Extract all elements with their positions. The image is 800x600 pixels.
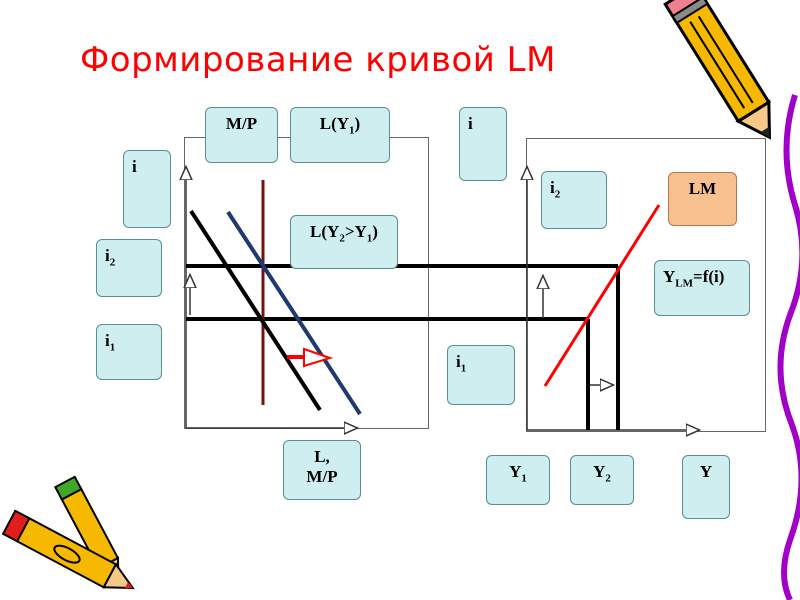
y1-label-box: Y1 bbox=[486, 455, 550, 505]
l-mp-label-box: L, M/P bbox=[283, 440, 361, 500]
i1-left-label-box: i1 bbox=[96, 324, 162, 380]
ly2-label-box: L(Y2>Y1) bbox=[290, 215, 398, 269]
crayons-icon bbox=[1, 475, 135, 590]
mp-label-box: M/P bbox=[205, 107, 278, 163]
i2-left-label-box: i2 bbox=[96, 239, 162, 297]
y2-label-box: Y2 bbox=[570, 455, 634, 505]
i1-right-label-box: i1 bbox=[447, 345, 515, 405]
ly1-label-box: L(Y1) bbox=[290, 107, 390, 163]
ylm-label-box: YLM=f(i) bbox=[654, 260, 750, 316]
demand-shift-arrowhead bbox=[303, 347, 334, 368]
i-left-label-box: i bbox=[123, 150, 171, 228]
lm-curve bbox=[543, 204, 661, 387]
y-label-box: Y bbox=[682, 455, 730, 519]
pencil-icon bbox=[663, 0, 772, 140]
page-title: Формирование кривой LM bbox=[80, 40, 556, 80]
decorative-wavy-line bbox=[777, 94, 800, 600]
lm-label-box: LM bbox=[668, 172, 737, 226]
money-demand-y2 bbox=[226, 210, 362, 416]
i2-right-label-box: i2 bbox=[541, 171, 607, 229]
money-demand-y1 bbox=[189, 209, 322, 412]
left-panel-frame bbox=[184, 137, 429, 429]
i-right-label-box: i bbox=[459, 107, 507, 181]
